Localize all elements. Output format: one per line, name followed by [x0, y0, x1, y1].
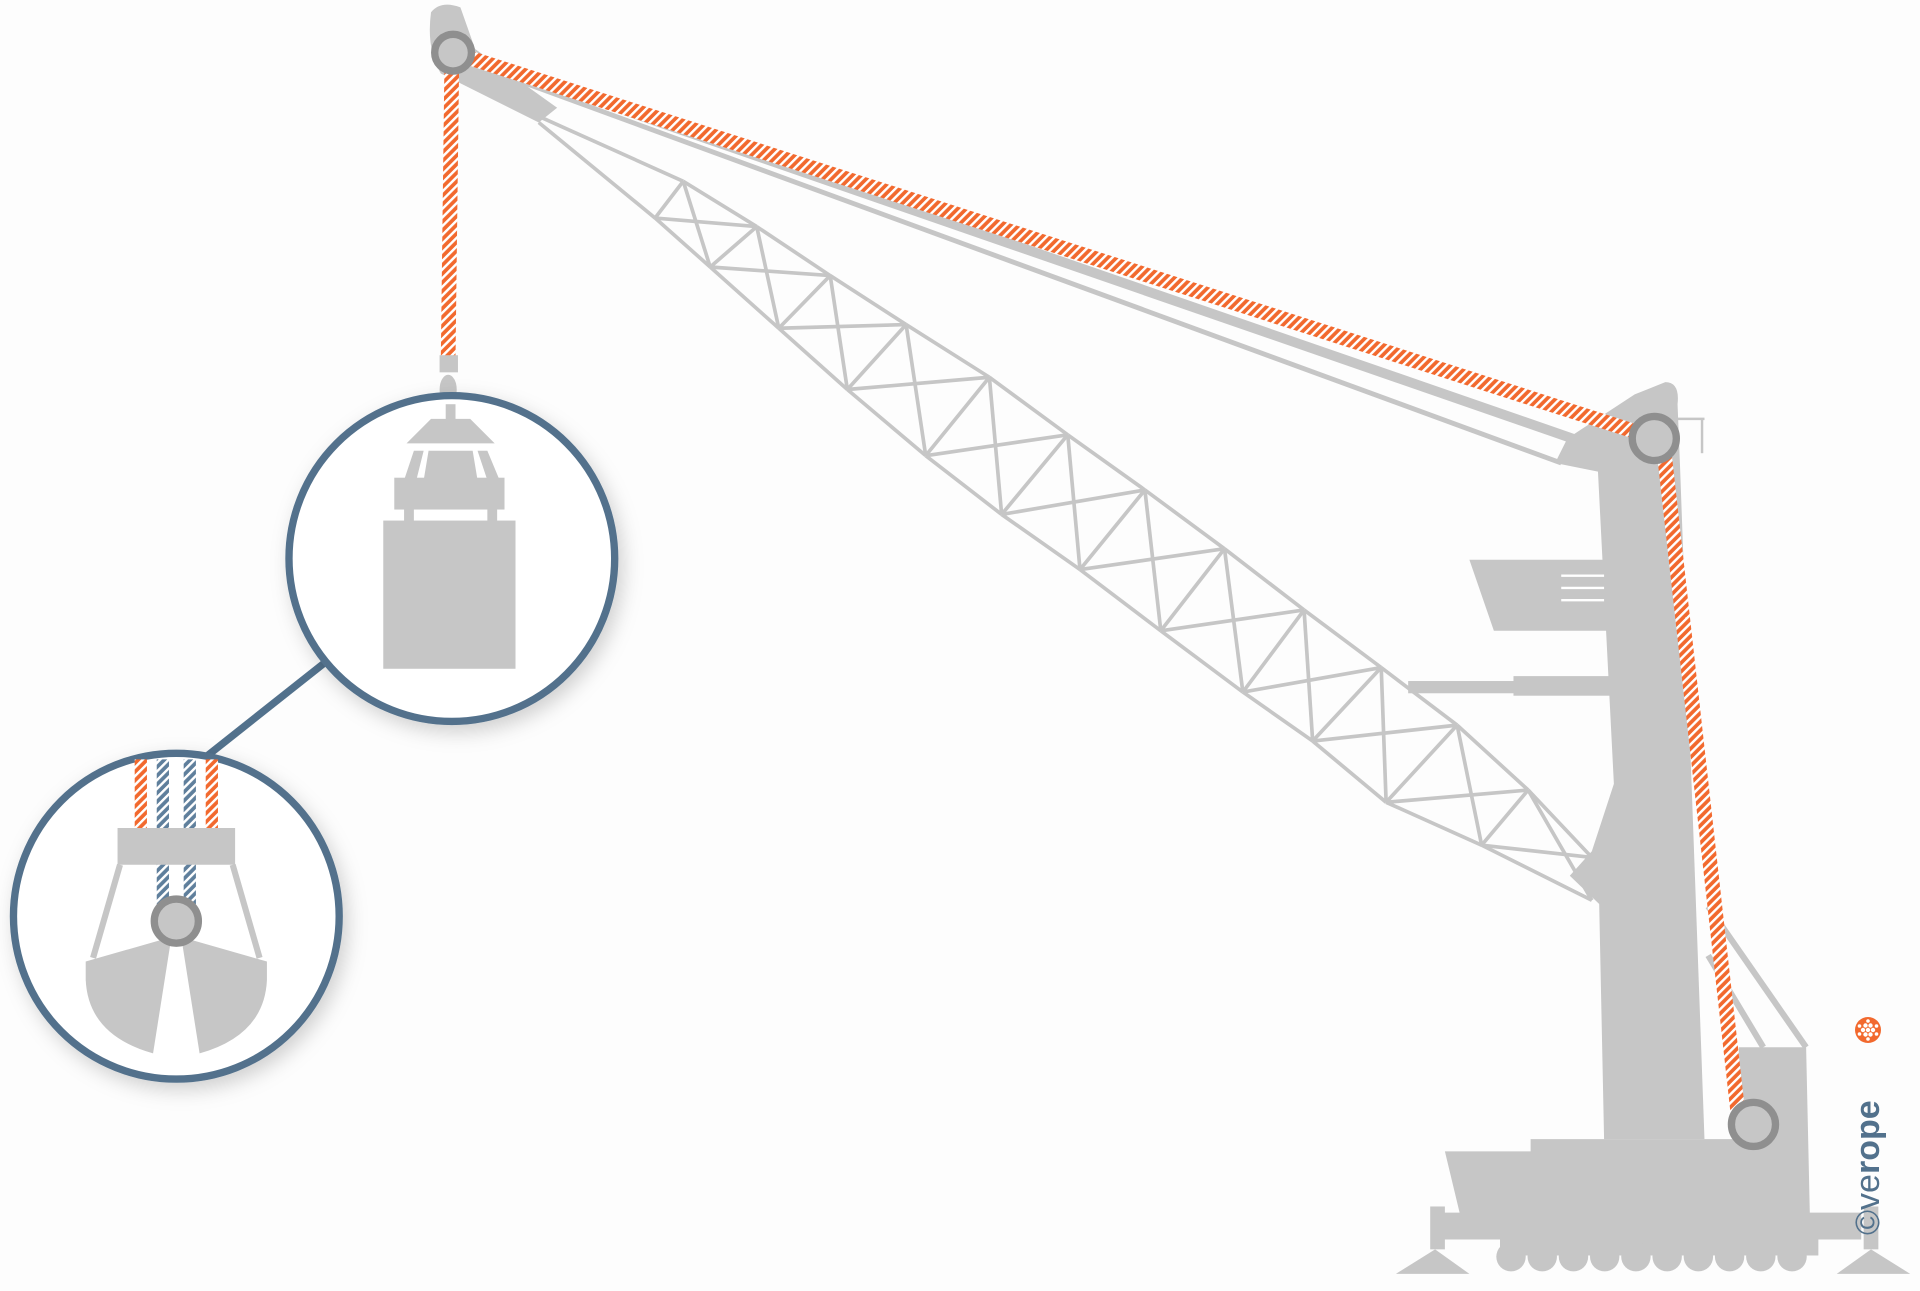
boom-strut: [904, 324, 928, 456]
verope-logo: ©verope: [1848, 1015, 1888, 1235]
boom-bottom-chord: [537, 121, 657, 220]
boom-top-chord: [1380, 666, 1459, 727]
boom-top-chord: [538, 114, 685, 183]
crane-tower: [1395, 382, 1911, 1274]
boom-strut: [1455, 724, 1484, 846]
rope-hook: [439, 355, 458, 373]
inset-grab: [9, 749, 343, 1083]
boom-strut: [1302, 609, 1315, 742]
inset-connector: [203, 660, 326, 760]
boom-strut: [828, 275, 850, 390]
boom-bottom-chord: [924, 454, 1003, 516]
boom-strut: [1242, 665, 1382, 694]
boom-bottom-chord: [1311, 739, 1388, 804]
boom-strut: [1480, 788, 1530, 847]
boom-top-chord: [1526, 788, 1594, 859]
boom-strut: [1143, 489, 1163, 632]
boom-top-chord: [1143, 488, 1226, 551]
lattice-boom: [537, 114, 1594, 902]
boom-bottom-chord: [1159, 629, 1244, 694]
boom-top-chord: [682, 179, 758, 229]
boom-top-chord: [829, 274, 908, 327]
wheel: [1558, 1242, 1589, 1272]
inset-load: [285, 391, 619, 726]
boom-bottom-chord: [1385, 800, 1483, 847]
boom-top-chord: [905, 323, 991, 379]
boom-strut: [1241, 608, 1306, 694]
boom-top-chord: [988, 375, 1069, 437]
boom-strut: [681, 180, 712, 268]
boom-top-chord: [1066, 433, 1146, 492]
boom-bottom-chord: [1480, 843, 1593, 902]
boom-bottom-chord: [1241, 690, 1314, 743]
boom-bottom-chord: [777, 326, 849, 391]
boom-strut: [924, 376, 991, 457]
hoist-rope: [440, 45, 1747, 1122]
boom-bottom-chord: [846, 388, 927, 458]
boom-strut: [845, 323, 908, 391]
boom-strut: [1000, 433, 1070, 516]
boom-strut: [1481, 843, 1593, 860]
boom-strut: [708, 225, 758, 269]
wheel: [1777, 1242, 1807, 1272]
boom-strut: [754, 226, 781, 329]
boom-top-chord: [1302, 608, 1383, 670]
logo-text-light: ve: [1849, 1174, 1887, 1210]
boom-bottom-chord: [708, 265, 780, 330]
boom-strut: [1385, 788, 1529, 805]
boom-strut: [1159, 547, 1226, 632]
boom-strut: [710, 265, 831, 278]
boom-strut: [847, 375, 990, 392]
copyright-symbol: ©: [1849, 1209, 1887, 1235]
rope-cross-section-icon: [1855, 1017, 1881, 1043]
wheel: [1683, 1242, 1714, 1272]
boom-strut: [654, 216, 757, 229]
boom-strut: [1078, 488, 1147, 571]
boom-top-chord: [1223, 547, 1306, 612]
boom-strut: [1065, 434, 1082, 570]
tower-details: [1561, 574, 1605, 602]
wheel: [1652, 1242, 1682, 1272]
boom-strut: [777, 274, 832, 330]
pulley-icon: [150, 895, 203, 947]
boom-strut: [1379, 667, 1388, 803]
boom-strut: [1311, 666, 1383, 743]
wheel: [1621, 1242, 1651, 1272]
boom-strut: [653, 180, 685, 220]
boom-strut: [778, 322, 907, 331]
boom-top-chord: [755, 225, 832, 278]
boom-bottom-chord: [1000, 512, 1082, 572]
pulley-icon: [431, 30, 1780, 1151]
boom-bottom-chord: [1078, 568, 1162, 633]
boom-strut: [1384, 723, 1459, 804]
boom-top-chord: [1455, 723, 1530, 792]
boom-strut: [1222, 548, 1245, 693]
wheel: [1527, 1242, 1557, 1272]
wheel: [1496, 1242, 1526, 1272]
boom-bottom-chord: [653, 216, 712, 269]
wheel: [1590, 1242, 1620, 1272]
wheel: [1714, 1242, 1745, 1272]
boom-strut: [987, 377, 1004, 515]
wheel: [1746, 1242, 1776, 1272]
crane-wheels: [1496, 1242, 1807, 1272]
logo-text-bold: rope: [1849, 1100, 1887, 1175]
